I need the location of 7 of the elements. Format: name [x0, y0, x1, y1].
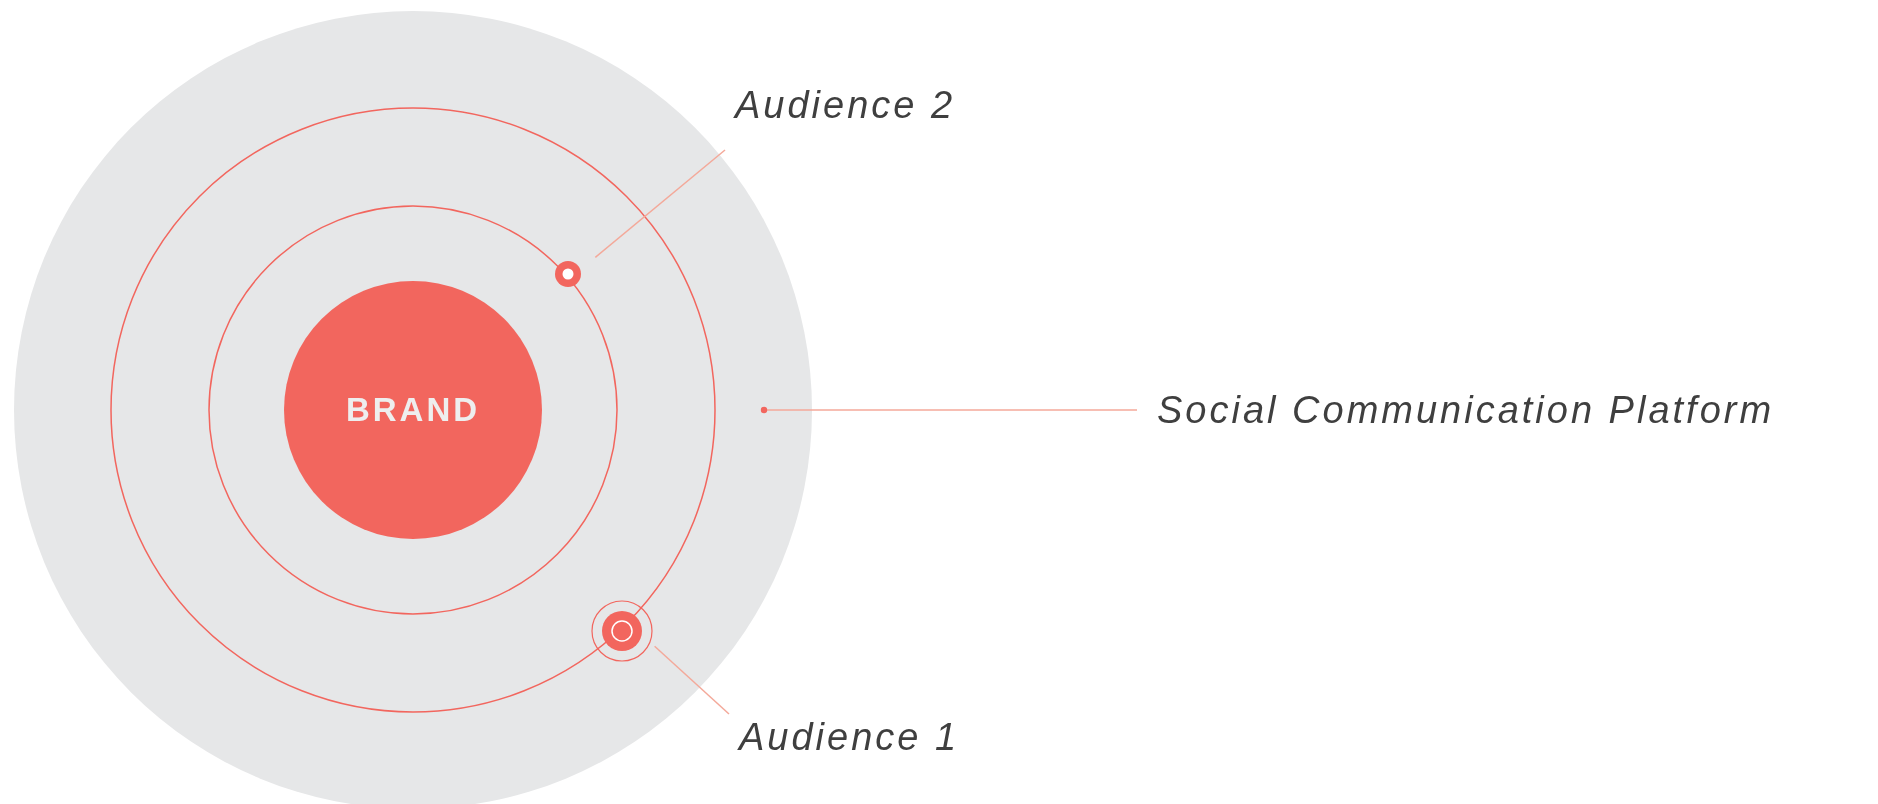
- audience-label: Audience 2: [735, 84, 956, 126]
- leader-line: [653, 645, 730, 715]
- audience-label: Audience 1: [739, 716, 960, 758]
- leader-line: [760, 406, 1138, 414]
- leader-line: [594, 149, 726, 259]
- audience-label: Social Communication Platform: [1157, 389, 1775, 431]
- brand-label: BRAND: [345, 391, 481, 429]
